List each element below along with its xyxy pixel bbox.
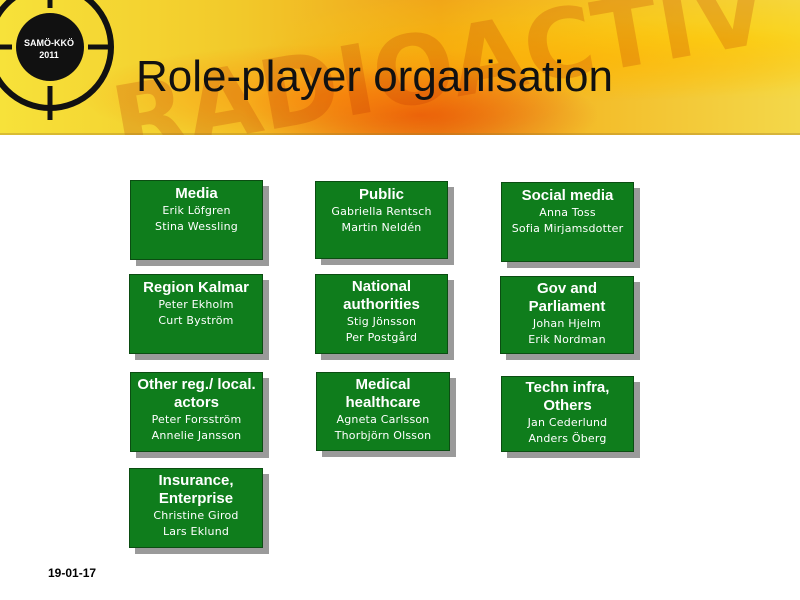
role-person: Thorbjörn Olsson (334, 429, 432, 442)
header-banner: RADIOACTIV SAMÖ-KKÖ 2011 Role-player org… (0, 0, 800, 135)
banner-divider (0, 133, 800, 135)
role-box-medical-healthcare: Medical healthcare Agneta Carlsson Thorb… (316, 372, 450, 451)
role-person: Martin Neldén (341, 221, 422, 234)
logo-name: SAMÖ-KKÖ (24, 38, 74, 48)
role-person: Christine Girod (153, 509, 239, 522)
role-person: Jan Cederlund (527, 416, 608, 429)
role-box-other-regional-local-actors: Other reg./ local. actors Peter Forsströ… (130, 372, 263, 452)
role-person: Gabriella Rentsch (331, 205, 432, 218)
role-title: Insurance, Enterprise (158, 472, 234, 507)
role-box-national-authorities: National authorities Stig Jönsson Per Po… (315, 274, 448, 354)
role-title: Public (358, 186, 404, 203)
role-person: Per Postgård (345, 331, 418, 344)
role-person: Lars Eklund (162, 525, 230, 538)
role-box-media: Media Erik Löfgren Stina Wessling (130, 180, 263, 260)
role-title: Medical healthcare (345, 376, 421, 411)
role-person: Stina Wessling (155, 220, 238, 233)
footer-date: 19-01-17 (48, 566, 97, 580)
role-person: Agneta Carlsson (336, 413, 430, 426)
role-person: Erik Löfgren (162, 204, 231, 217)
role-person: Erik Nordman (528, 333, 606, 346)
role-person: Anders Öberg (528, 432, 607, 445)
role-title: Techn infra, Others (525, 379, 610, 414)
role-box-insurance-enterprise: Insurance, Enterprise Christine Girod La… (129, 468, 263, 548)
role-person: Peter Forsström (151, 413, 242, 426)
role-box-public: Public Gabriella Rentsch Martin Neldén (315, 181, 448, 259)
role-title: Media (175, 185, 218, 202)
role-box-social-media: Social media Anna Toss Sofia Mirjamsdott… (501, 182, 634, 262)
role-box-region-kalmar: Region Kalmar Peter Ekholm Curt Byström (129, 274, 263, 354)
role-person: Sofia Mirjamsdotter (511, 222, 624, 235)
role-title: Region Kalmar (143, 279, 249, 296)
role-person: Stig Jönsson (346, 315, 417, 328)
role-title: Gov and Parliament (528, 280, 606, 315)
role-box-techn-infra-others: Techn infra, Others Jan Cederlund Anders… (501, 376, 634, 452)
role-person: Curt Byström (158, 314, 234, 327)
exercise-logo: SAMÖ-KKÖ 2011 (0, 0, 120, 120)
role-title: Other reg./ local. actors (137, 376, 256, 411)
role-title: National authorities (343, 278, 420, 313)
role-person: Annelie Jansson (151, 429, 242, 442)
role-person: Anna Toss (539, 206, 596, 219)
role-person: Peter Ekholm (158, 298, 234, 311)
role-title: Social media (521, 187, 614, 204)
slide-title: Role-player organisation (136, 52, 613, 101)
target-crosshair-icon (0, 0, 114, 120)
role-box-gov-and-parliament: Gov and Parliament Johan Hjelm Erik Nord… (500, 276, 634, 354)
logo-year: 2011 (39, 50, 59, 60)
role-person: Johan Hjelm (532, 317, 602, 330)
